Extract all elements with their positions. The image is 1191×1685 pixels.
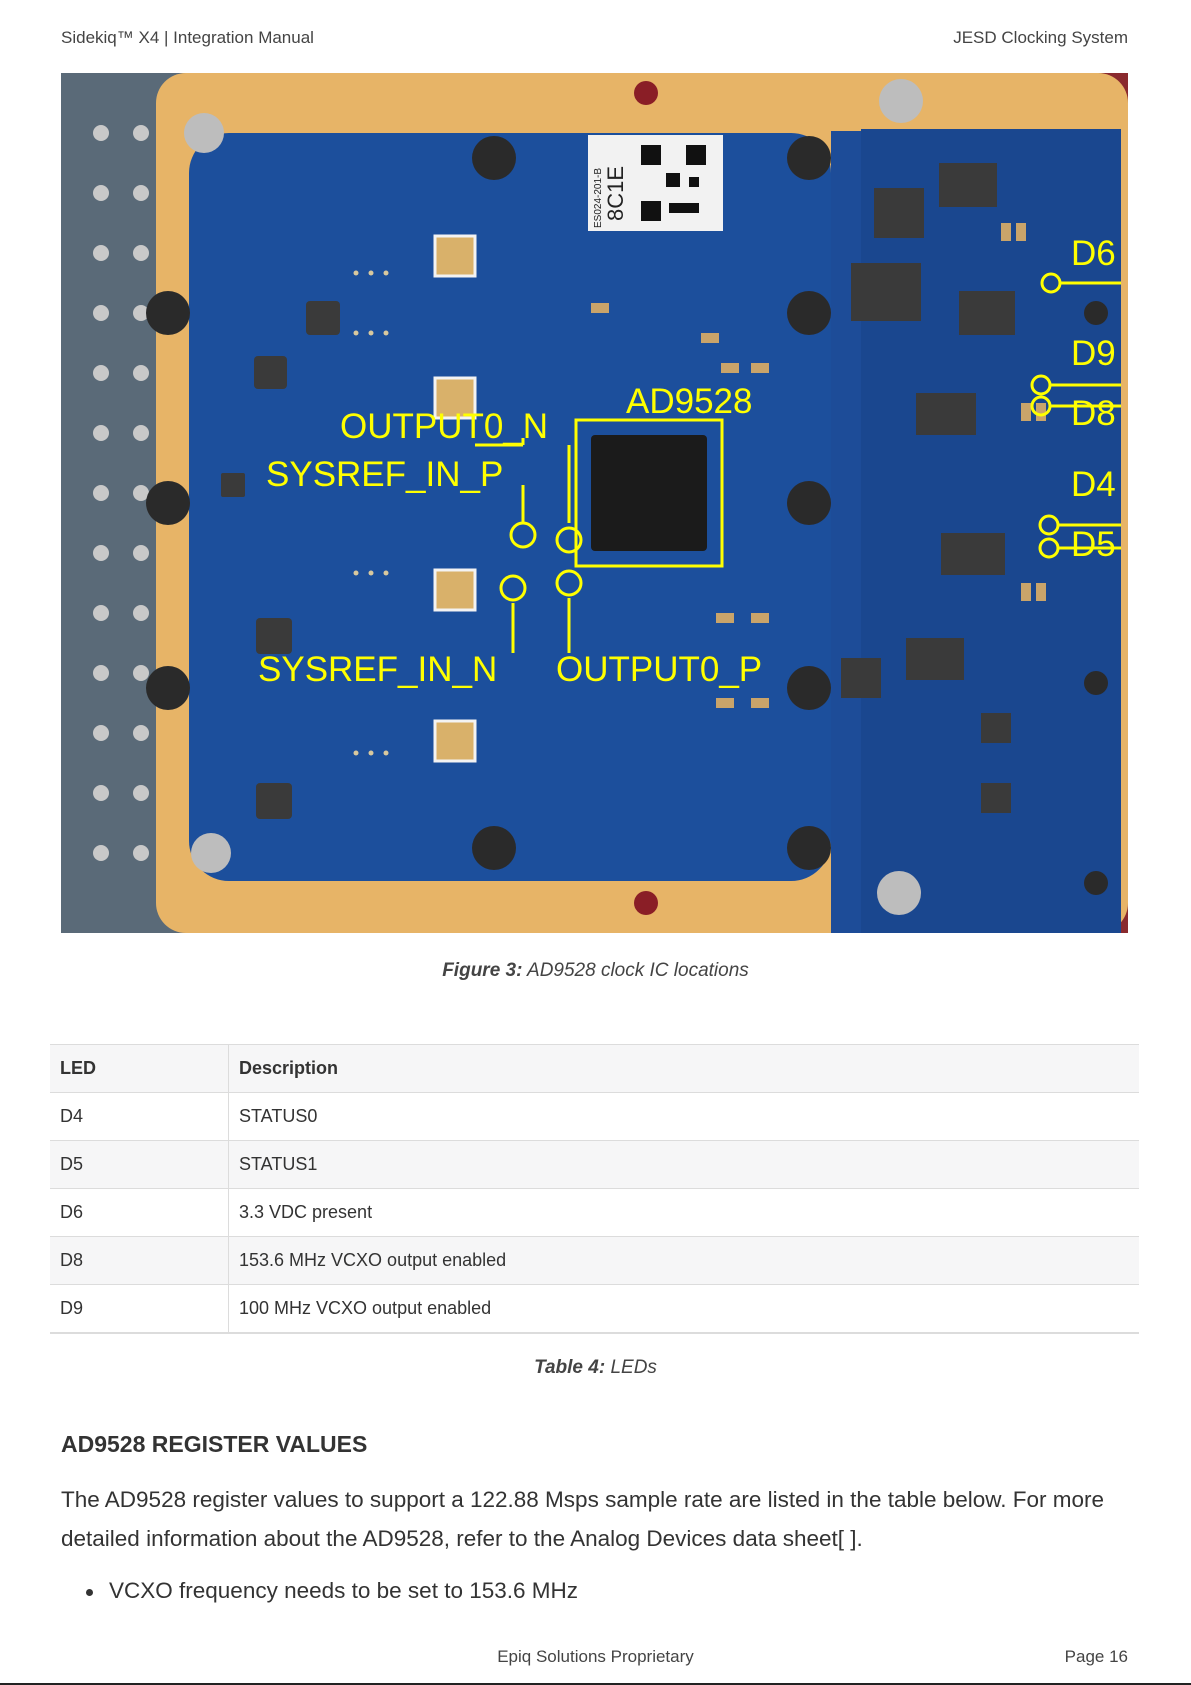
annotation-d8: D8	[1071, 394, 1116, 433]
header-title: Sidekiq™ X4 | Integration Manual	[61, 28, 314, 47]
sticker-part: ES024-201-B	[593, 168, 604, 228]
annotation-sysref-in-p: SYSREF_IN_P	[266, 455, 503, 494]
cell-led: D9	[50, 1284, 229, 1334]
table-caption-text: LEDs	[610, 1357, 657, 1378]
body-paragraph: The AD9528 register values to support a …	[61, 1487, 1105, 1551]
led-table: LED Description D4 STATUS0 D5 STATUS1 D6…	[50, 1044, 1139, 1334]
annotation-d9: D9	[1071, 334, 1116, 373]
figure-caption-text: AD9528 clock IC locations	[527, 960, 749, 981]
annotation-output0-p: OUTPUT0_P	[556, 650, 762, 689]
cell-led: D4	[50, 1092, 229, 1141]
header-section: JESD Clocking System	[953, 28, 1128, 47]
page-number: Page 16	[1064, 1647, 1128, 1666]
footer-proprietary: Epiq Solutions Proprietary	[497, 1647, 694, 1666]
section-heading: AD9528 REGISTER VALUES	[61, 1431, 368, 1457]
page-bottom-rule	[0, 1683, 1191, 1685]
cell-led: D5	[50, 1140, 229, 1189]
cell-description: 3.3 VDC present	[228, 1188, 1139, 1237]
figure-caption: Figure 3: AD9528 clock IC locations	[0, 960, 1191, 982]
cell-description: 100 MHz VCXO output enabled	[228, 1284, 1139, 1334]
annotation-d4: D4	[1071, 465, 1116, 504]
cell-led: D6	[50, 1188, 229, 1237]
board-photo: 8C1E ES024-201-B AD9528 OUTPUT0_N SYSREF…	[61, 73, 1128, 933]
list-item-text: VCXO frequency needs to be set to 153.6 …	[109, 1578, 579, 1603]
table-caption-label: Table 4:	[534, 1357, 606, 1378]
list-item: VCXO frequency needs to be set to 153.6 …	[86, 1578, 578, 1604]
column-header-description: Description	[228, 1044, 1139, 1093]
cell-led: D8	[50, 1236, 229, 1285]
cell-description: STATUS0	[228, 1092, 1139, 1141]
table-row: D6 3.3 VDC present	[50, 1188, 1139, 1237]
table-row: D5 STATUS1	[50, 1140, 1139, 1189]
annotation-sysref-in-n: SYSREF_IN_N	[258, 650, 497, 689]
column-header-led: LED	[50, 1044, 229, 1093]
table-header-row: LED Description	[50, 1044, 1139, 1093]
annotation-d5: D5	[1071, 525, 1116, 564]
annotation-ad9528: AD9528	[626, 382, 752, 421]
sticker-code: 8C1E	[603, 166, 628, 221]
table-caption: Table 4: LEDs	[0, 1357, 1191, 1379]
table-row: D4 STATUS0	[50, 1092, 1139, 1141]
figure-caption-label: Figure 3:	[442, 960, 523, 981]
annotation-output0-n: OUTPUT0_N	[340, 407, 548, 446]
table-row: D8 153.6 MHz VCXO output enabled	[50, 1236, 1139, 1285]
bullet-icon	[86, 1588, 93, 1596]
cell-description: STATUS1	[228, 1140, 1139, 1189]
cell-description: 153.6 MHz VCXO output enabled	[228, 1236, 1139, 1285]
table-row: D9 100 MHz VCXO output enabled	[50, 1284, 1139, 1334]
annotation-d6: D6	[1071, 234, 1116, 273]
